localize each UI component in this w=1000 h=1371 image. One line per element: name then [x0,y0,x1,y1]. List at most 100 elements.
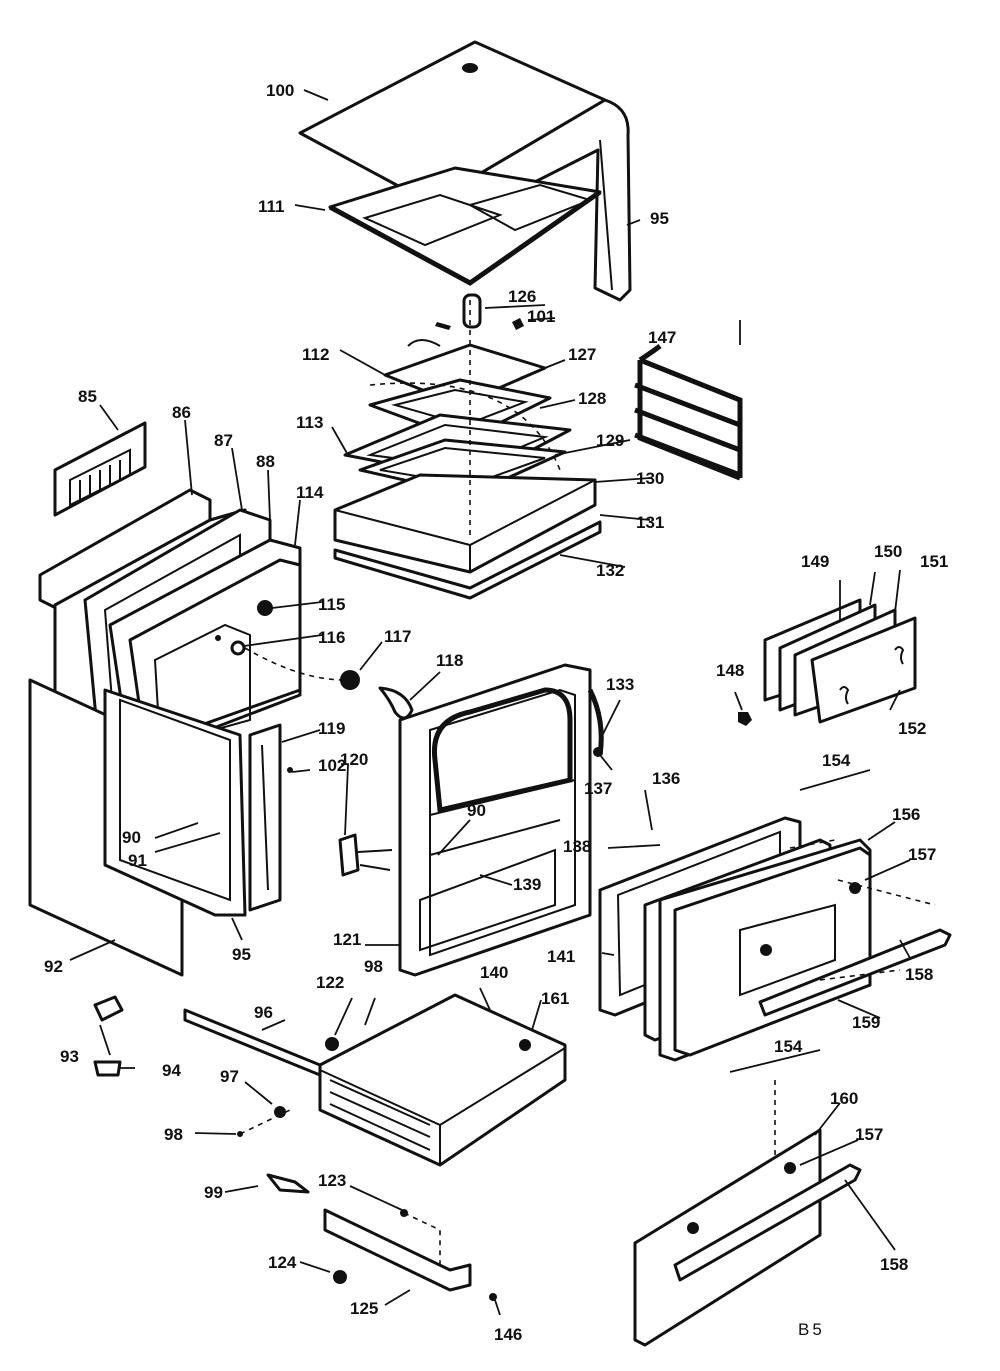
label-119: 119 [318,719,345,738]
label-161: 161 [541,989,569,1008]
label-124: 124 [268,1253,297,1272]
label-160: 160 [830,1089,858,1108]
label-154b: 154 [774,1037,803,1056]
part-124 [333,1270,347,1284]
hinge-part-120 [338,833,360,877]
door-handle-part-158 [758,928,952,1017]
label-149: 149 [801,552,829,571]
part-116 [230,640,246,656]
label-140: 140 [480,963,508,982]
kick-panel-assembly [633,1080,862,1347]
label-96: 96 [254,1003,273,1022]
label-90b: 90 [467,801,486,820]
label-94: 94 [162,1061,181,1080]
loose-parts [93,995,124,1077]
label-133: 133 [606,675,634,694]
label-157a: 157 [908,845,936,864]
label-95a: 95 [650,209,669,228]
label-99: 99 [204,1183,223,1202]
burner-assembly [333,293,602,600]
label-102: 102 [318,756,346,775]
door-frame-part-121 [398,663,592,977]
part-96 [183,1008,322,1077]
part-117 [340,670,360,690]
control-panel-assembly [738,598,917,726]
label-90a: 90 [122,828,141,847]
tray-part-132 [333,520,602,600]
cooktop-cover-assembly [298,40,632,302]
part-133 [587,688,604,756]
label-93: 93 [60,1047,79,1066]
part-number-labels: 100 111 95 126 101 112 127 147 128 113 1… [44,81,948,1344]
label-127: 127 [568,345,596,364]
label-158b: 158 [880,1255,908,1274]
label-159: 159 [852,1013,880,1032]
label-154a: 154 [822,751,851,770]
label-115: 115 [318,595,345,614]
part-122 [325,1037,339,1051]
storage-drawer-assembly [183,993,567,1301]
label-91: 91 [128,851,147,870]
page-code: B5 [798,1320,825,1339]
label-116: 116 [318,628,345,647]
label-122: 122 [316,973,344,992]
part-93 [93,995,124,1022]
label-139: 139 [513,875,541,894]
label-97: 97 [220,1067,239,1086]
label-86: 86 [172,403,191,422]
label-152: 152 [898,719,926,738]
part-101 [512,318,524,330]
side-panel-part-95 [428,98,632,302]
leader-lines [69,89,911,1316]
label-146: 146 [494,1325,522,1344]
label-85: 85 [78,387,97,406]
label-130: 130 [636,469,664,488]
label-138: 138 [563,837,591,856]
label-147: 147 [648,328,676,347]
label-148: 148 [716,661,744,680]
part-126 [462,293,482,329]
label-87: 87 [214,431,233,450]
insulation-part-95 [103,688,247,917]
cabinet-body [28,421,302,977]
label-123: 123 [318,1171,346,1190]
label-158a: 158 [905,965,933,984]
label-100: 100 [266,81,294,100]
label-136: 136 [652,769,680,788]
label-88: 88 [256,452,275,471]
label-92: 92 [44,957,63,976]
label-128: 128 [578,389,606,408]
label-98b: 98 [164,1125,183,1144]
oven-door-frame [338,663,604,977]
oven-door-assembly [598,816,952,1062]
label-126: 126 [508,287,536,306]
label-117: 117 [384,627,411,646]
part-94 [93,1060,122,1077]
label-156: 156 [892,805,920,824]
label-141: 141 [547,947,575,966]
label-151: 151 [920,552,948,571]
label-150: 150 [874,542,902,561]
part-118 [378,686,414,720]
part-137 [593,747,603,757]
label-131: 131 [636,513,664,532]
drawer-part-140 [318,993,567,1167]
label-132: 132 [596,561,624,580]
label-157b: 157 [855,1125,883,1144]
label-121: 121 [333,930,361,949]
burner-box-part-111 [328,166,602,285]
control-panel-part-152 [810,616,917,724]
part-97 [274,1106,286,1118]
part-146 [489,1293,497,1301]
part-161 [519,1039,531,1051]
label-118: 118 [436,651,463,670]
part-125 [323,1208,472,1292]
label-101: 101 [527,307,555,326]
label-137: 137 [584,779,612,798]
handle-part-158 [673,1163,862,1282]
label-120: 120 [340,750,368,769]
part-99 [266,1173,310,1194]
label-129: 129 [596,431,624,450]
label-114: 114 [296,483,324,502]
